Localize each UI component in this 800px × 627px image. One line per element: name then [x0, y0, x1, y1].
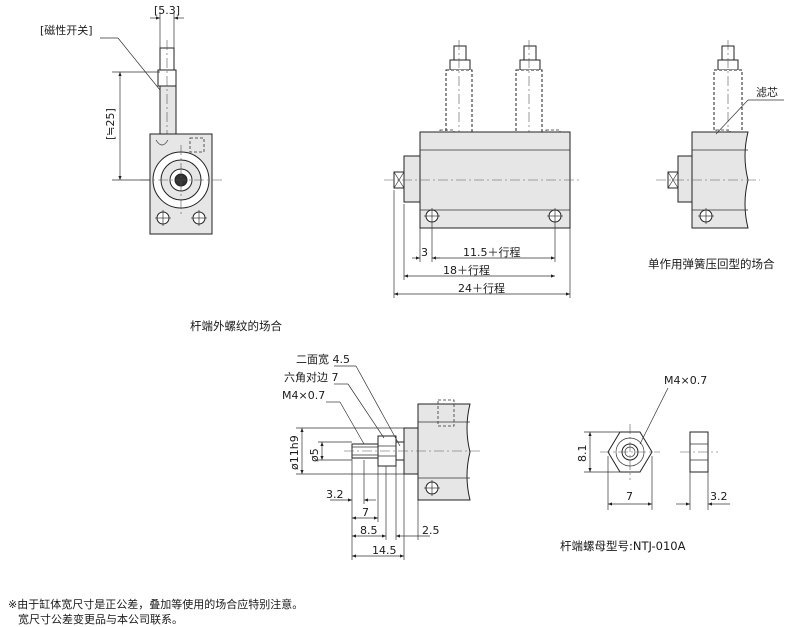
dim-24-label: 24＋行程: [458, 282, 505, 295]
nut-thread-label: M4×0.7: [664, 374, 707, 387]
dia-11-label: ø11h9: [288, 435, 301, 470]
footnote-line-1: ※由于缸体宽尺寸是正公差，叠加等使用的场合应特别注意。: [8, 598, 304, 611]
fitting-left: [439, 40, 473, 155]
rod-thread-label: M4×0.7: [282, 389, 325, 402]
filter-label: 滤芯: [756, 85, 778, 99]
nut-dim-7-label: 7: [626, 490, 633, 503]
fitting-right: [515, 40, 561, 155]
magnetic-switch-label: [磁性开关]: [40, 23, 93, 37]
nut-dim-3-2-label: 3.2: [710, 490, 728, 503]
dim-18-label: 18＋行程: [443, 264, 490, 277]
nut-dim-8-1-label: 8.1: [576, 445, 589, 463]
footnote-line-2: 宽尺寸公差变更品与本公司联系。: [18, 613, 183, 626]
side-view: [384, 40, 580, 298]
switch-body: [159, 85, 177, 135]
rod-cover: [403, 155, 421, 203]
rod-thread-view: [296, 365, 480, 560]
rod-thread-caption: 杆端外螺纹的场合: [190, 319, 282, 333]
rod-dim-14-5-label: 14.5: [372, 544, 397, 557]
dim-height-label: [≒25]: [104, 108, 117, 140]
rod-end-nut: [584, 387, 730, 510]
dim-3-label: 3: [421, 246, 428, 259]
rod-dim-8-5-label: 8.5: [360, 524, 378, 537]
hex-across-flats-label: 六角对边 7: [284, 370, 339, 384]
rod-dim-2-5-label: 2.5: [422, 524, 440, 537]
spring-return-caption: 单作用弹簧压回型的场合: [648, 257, 775, 271]
rod-dim-7-label: 7: [362, 506, 369, 519]
dim-11-5-label: 11.5＋行程: [463, 246, 521, 259]
dim-top-label: [5.3]: [154, 4, 180, 17]
spring-return-view: [656, 40, 784, 229]
nut-caption: 杆端螺母型号:NTJ-010A: [560, 539, 686, 553]
dia-5-label: ø5: [308, 448, 321, 462]
rod-dim-3-2-label: 3.2: [326, 488, 344, 501]
width-across-flats-label: 二面宽 4.5: [296, 352, 350, 366]
front-view: [100, 12, 222, 235]
